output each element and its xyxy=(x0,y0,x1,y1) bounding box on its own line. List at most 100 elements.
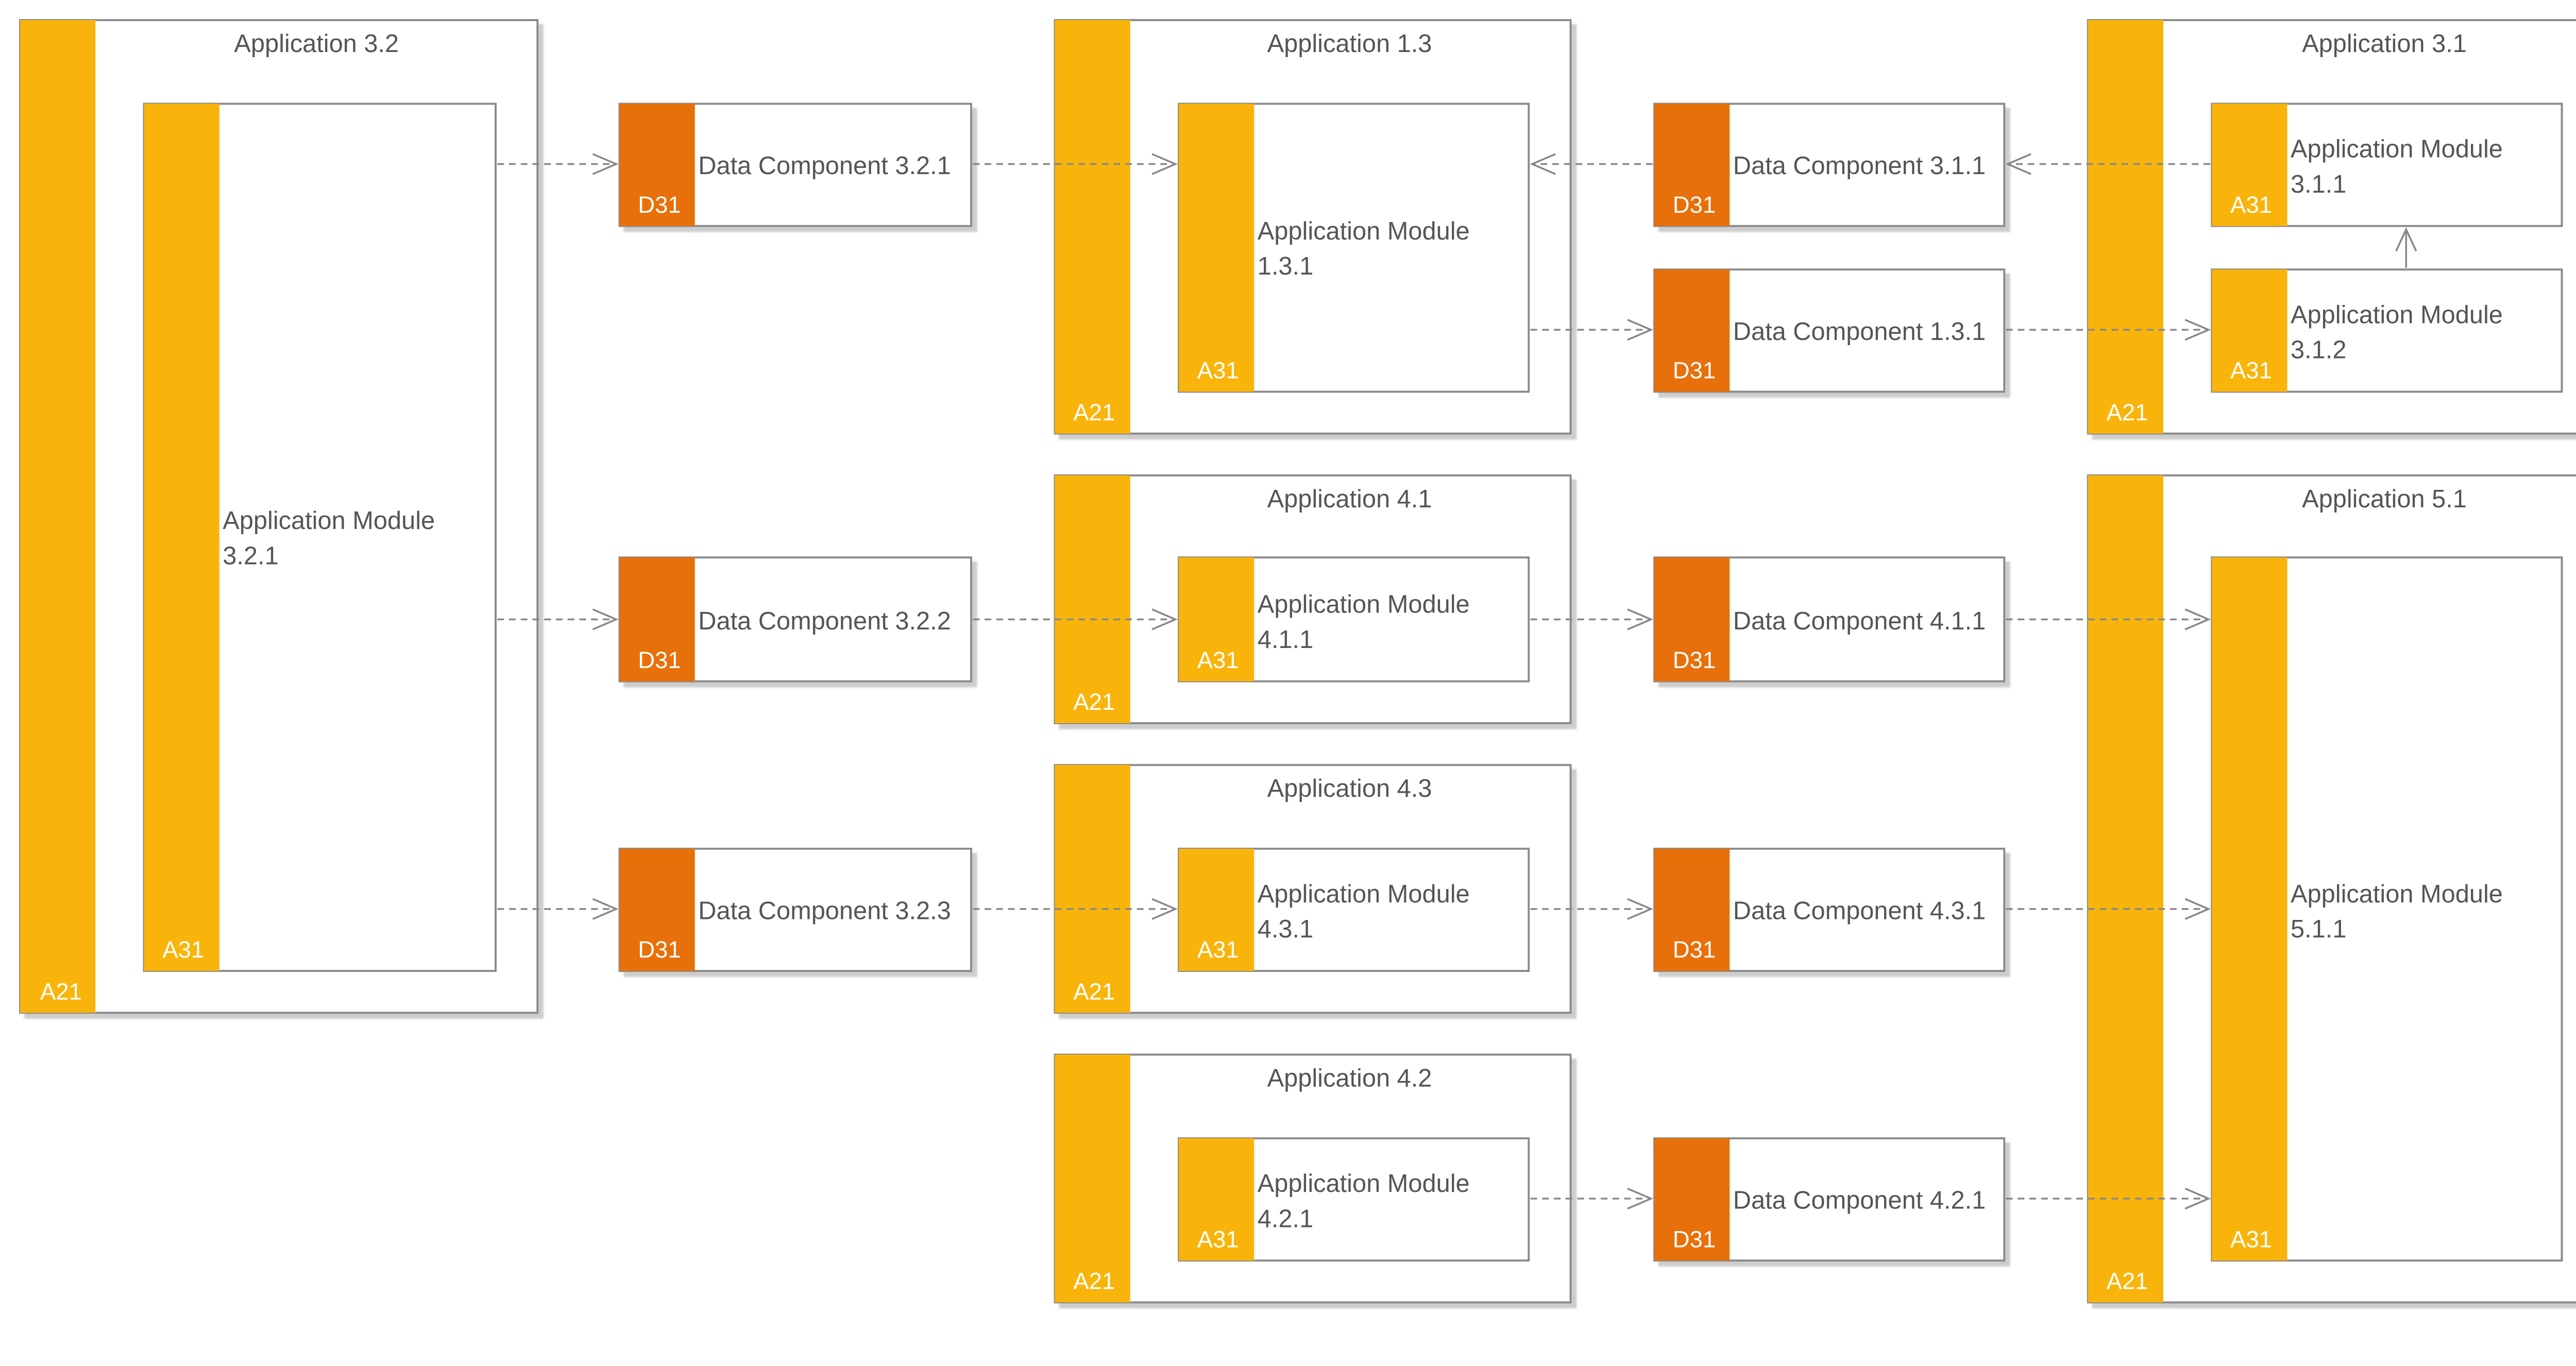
application-title: Application 4.1 xyxy=(1267,485,1432,513)
data-component-label: Data Component 3.1.1 xyxy=(1733,152,1986,180)
data-component-4-3-1[interactable]: Data Component 4.3.1 D31 xyxy=(1653,847,2006,972)
module-label: Application Module 1.3.1 xyxy=(1258,217,1477,280)
data-bar xyxy=(619,104,695,226)
data-bar xyxy=(619,848,695,971)
data-component-tag: D31 xyxy=(1673,192,1716,218)
data-component-tag: D31 xyxy=(638,647,681,673)
application-bar xyxy=(2088,475,2163,1303)
module-label: Application Module 3.1.2 xyxy=(2291,301,2510,364)
connector-dc421-m511[interactable] xyxy=(2006,1187,2211,1210)
application-tag: A21 xyxy=(1073,399,1115,425)
data-component-tag: D31 xyxy=(638,192,681,218)
connector-m321-dc323[interactable] xyxy=(497,898,619,920)
data-component-3-1-1[interactable]: Data Component 3.1.1 D31 xyxy=(1653,103,2006,227)
application-title: Application 3.2 xyxy=(234,30,399,58)
module-bar xyxy=(1179,848,1255,971)
connector-m311-dc311[interactable] xyxy=(2005,153,2210,175)
data-bar xyxy=(1654,557,1730,681)
data-component-4-2-1[interactable]: Data Component 4.2.1 D31 xyxy=(1653,1137,2006,1262)
module-tag: A31 xyxy=(2230,192,2272,218)
data-component-label: Data Component 4.2.1 xyxy=(1733,1187,1986,1215)
application-module-3-1-2[interactable]: Application Module 3.1.2 A31 xyxy=(2211,268,2563,393)
application-module-5-1-1[interactable]: Application Module 5.1.1 A31 xyxy=(2211,556,2563,1262)
application-module-4-1-1[interactable]: Application Module 4.1.1 A31 xyxy=(1178,556,1530,682)
application-tag: A21 xyxy=(40,978,82,1004)
module-tag: A31 xyxy=(1197,357,1239,384)
data-component-label: Data Component 4.1.1 xyxy=(1733,607,1986,635)
connector-m321-dc321[interactable] xyxy=(497,153,619,175)
data-component-tag: D31 xyxy=(638,936,681,963)
module-label: Application Module 4.3.1 xyxy=(1258,880,1477,943)
data-component-tag: D31 xyxy=(1673,936,1716,963)
data-component-label: Data Component 4.3.1 xyxy=(1733,897,1986,925)
application-module-4-2-1[interactable]: Application Module 4.2.1 A31 xyxy=(1178,1137,1530,1262)
application-bar xyxy=(1055,475,1130,723)
connector-dc322-m411[interactable] xyxy=(973,608,1178,630)
application-bar xyxy=(1055,1054,1130,1303)
data-component-label: Data Component 1.3.1 xyxy=(1733,318,1986,346)
data-component-3-2-3[interactable]: Data Component 3.2.3 D31 xyxy=(618,847,972,972)
module-bar xyxy=(2212,557,2287,1261)
data-component-label: Data Component 3.2.3 xyxy=(698,897,951,925)
module-bar xyxy=(144,104,219,971)
module-tag: A31 xyxy=(2230,357,2272,384)
application-module-3-2-1[interactable]: Application Module 3.2.1 A31 xyxy=(143,103,497,972)
application-bar xyxy=(2088,20,2163,434)
application-title: Application 5.1 xyxy=(2302,485,2467,513)
module-bar xyxy=(1179,557,1255,681)
data-component-tag: D31 xyxy=(1673,647,1716,673)
application-module-1-3-1[interactable]: Application Module 1.3.1 A31 xyxy=(1178,103,1530,393)
connector-dc311-m131[interactable] xyxy=(1530,153,1653,175)
data-component-tag: D31 xyxy=(1673,357,1716,384)
application-title: Application 4.3 xyxy=(1267,775,1432,802)
application-module-3-1-1[interactable]: Application Module 3.1.1 A31 xyxy=(2211,103,2563,227)
module-label: Application Module 3.1.1 xyxy=(2291,135,2510,198)
data-bar xyxy=(1654,104,1730,226)
connector-dc323-m431[interactable] xyxy=(973,898,1178,920)
module-bar xyxy=(1179,1138,1255,1261)
application-title: Application 3.1 xyxy=(2302,30,2467,58)
application-tag: A21 xyxy=(1073,978,1115,1004)
data-component-3-2-1[interactable]: Data Component 3.2.1 D31 xyxy=(618,103,972,227)
data-bar xyxy=(1654,848,1730,971)
module-tag: A31 xyxy=(162,936,204,963)
connector-dc321-m131[interactable] xyxy=(973,153,1178,175)
connector-dc411-m511[interactable] xyxy=(2006,608,2211,630)
module-bar xyxy=(2212,269,2287,392)
data-component-label: Data Component 3.2.2 xyxy=(698,607,951,635)
application-bar xyxy=(20,20,96,1013)
data-component-3-2-2[interactable]: Data Component 3.2.2 D31 xyxy=(618,556,972,682)
module-bar xyxy=(1179,104,1255,392)
connector-m321-dc322[interactable] xyxy=(497,608,619,630)
connector-m312-m311[interactable] xyxy=(2395,227,2417,268)
data-component-tag: D31 xyxy=(1673,1226,1716,1252)
data-component-4-1-1[interactable]: Data Component 4.1.1 D31 xyxy=(1653,556,2006,682)
module-label: Application Module 4.2.1 xyxy=(1258,1170,1477,1233)
connector-dc431-m511[interactable] xyxy=(2006,898,2211,920)
application-title: Application 1.3 xyxy=(1267,30,1432,58)
data-bar xyxy=(1654,1138,1730,1261)
application-module-4-3-1[interactable]: Application Module 4.3.1 A31 xyxy=(1178,847,1530,972)
application-bar xyxy=(1055,20,1130,434)
application-tag: A21 xyxy=(2107,399,2148,425)
module-label: Application Module 4.1.1 xyxy=(1258,591,1477,654)
application-tag: A21 xyxy=(2107,1268,2148,1294)
data-bar xyxy=(1654,269,1730,392)
data-component-label: Data Component 3.2.1 xyxy=(698,152,951,180)
module-bar xyxy=(2212,104,2287,226)
data-component-1-3-1[interactable]: Data Component 1.3.1 D31 xyxy=(1653,268,2006,393)
module-tag: A31 xyxy=(2230,1226,2272,1252)
application-tag: A21 xyxy=(1073,689,1115,715)
module-tag: A31 xyxy=(1197,936,1239,963)
module-tag: A31 xyxy=(1197,1226,1239,1252)
module-label: Application Module 5.1.1 xyxy=(2291,880,2510,943)
application-title: Application 4.2 xyxy=(1267,1064,1432,1092)
connector-dc131-m312[interactable] xyxy=(2006,319,2211,341)
module-tag: A31 xyxy=(1197,647,1239,673)
module-label: Application Module 3.2.1 xyxy=(223,507,442,570)
connectors xyxy=(497,153,2417,1210)
application-tag: A21 xyxy=(1073,1268,1115,1294)
data-bar xyxy=(619,557,695,681)
